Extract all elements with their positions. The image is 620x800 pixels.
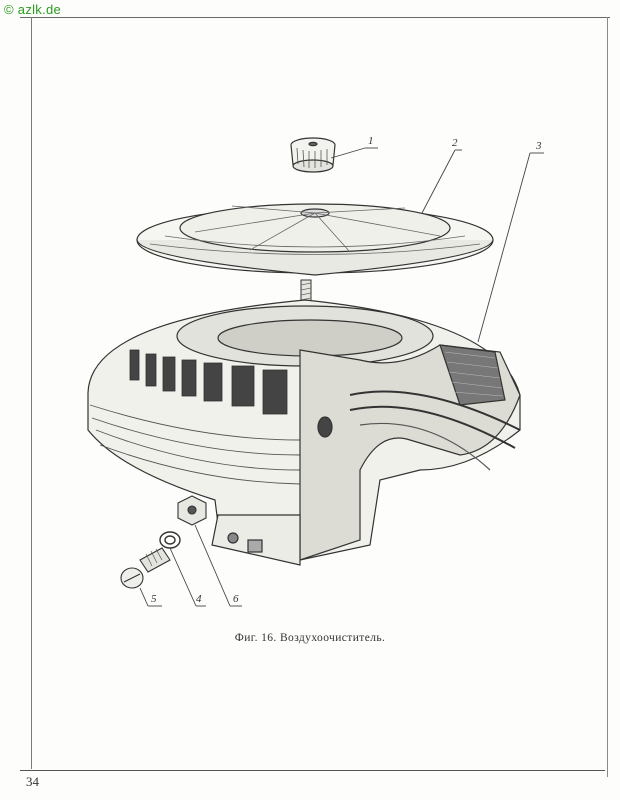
callout-2: 2: [452, 137, 458, 149]
cover-drawing: [136, 203, 494, 276]
frame-line-bottom: [20, 770, 605, 771]
figure-caption: Фиг. 16. Воздухоочиститель.: [234, 632, 386, 644]
callout-5: 5: [151, 593, 157, 605]
leader-lines: [139, 147, 544, 607]
screw-drawing: [120, 547, 171, 589]
frame-line-top: [20, 17, 610, 18]
square-nut-drawing: [177, 495, 207, 526]
air-cleaner-exploded-illustration: 1 2 3 4 5 6: [87, 135, 544, 607]
callout-1: 1: [368, 135, 374, 147]
washer-drawing: [159, 531, 181, 549]
housing-drawing: [87, 299, 521, 566]
watermark: © azlk.de: [4, 2, 62, 17]
callout-6: 6: [233, 593, 239, 605]
frame-line-left: [31, 17, 32, 769]
callout-4: 4: [196, 593, 202, 605]
frame-line-right: [607, 17, 608, 777]
wing-nut-drawing: [290, 137, 336, 173]
callout-3: 3: [535, 140, 542, 152]
page-number: 34: [26, 774, 39, 789]
